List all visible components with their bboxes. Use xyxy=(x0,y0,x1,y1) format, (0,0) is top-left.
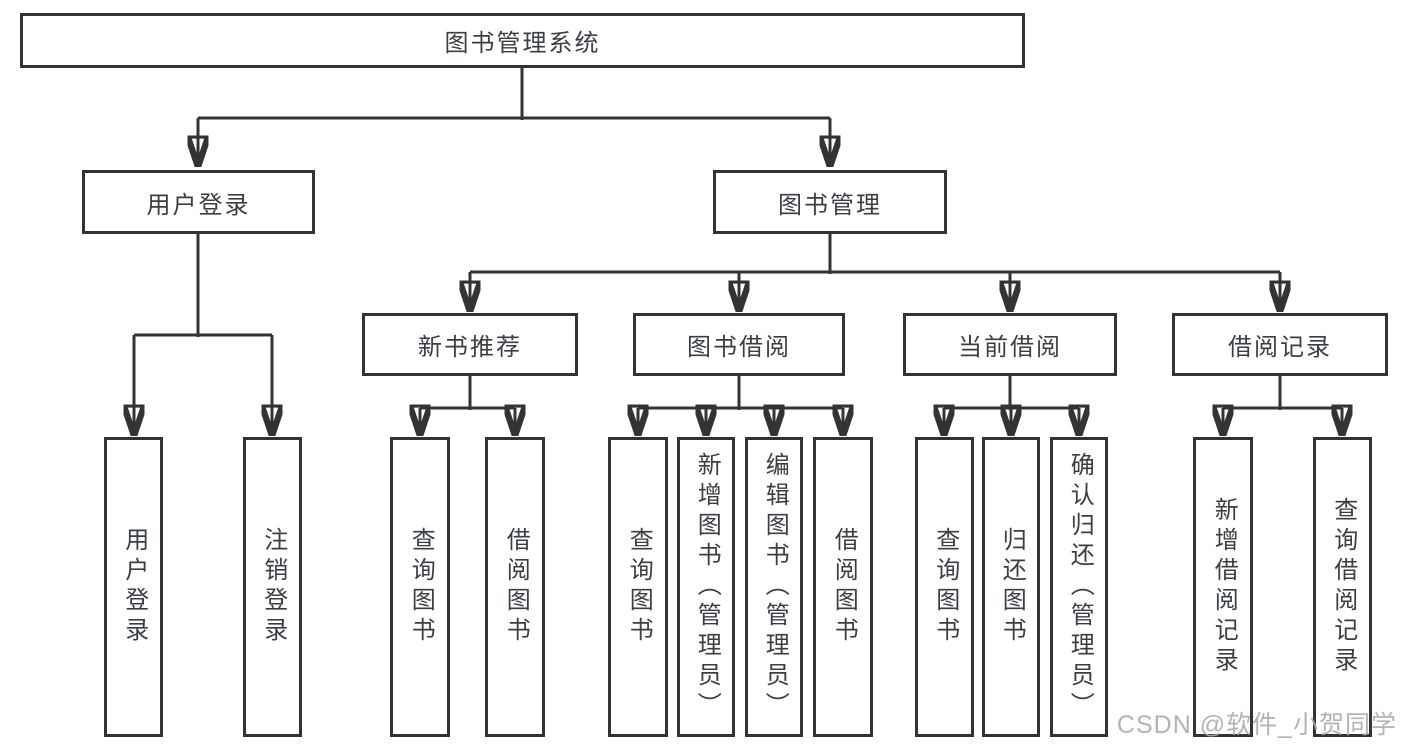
node-current-borrowing-label: 当前借阅 xyxy=(958,334,1062,361)
node-book-management-label: 图书管理 xyxy=(778,191,882,219)
leaf-records-add-borrow-record-label: 新增借阅记录 xyxy=(1210,497,1238,677)
leaf-logout-label: 注销登录 xyxy=(259,527,287,647)
leaf-current-confirm-return-admin-label: 确认归还（管理员） xyxy=(1066,452,1094,722)
leaf-newbook-query-books-label: 查询图书 xyxy=(407,527,435,647)
leaf-newbook-borrow-books-label: 借阅图书 xyxy=(502,527,530,647)
leaf-logout: 注销登录 xyxy=(243,437,302,737)
leaf-borrowing-edit-books-admin: 编辑图书（管理员） xyxy=(745,437,803,737)
leaf-current-query-books-label: 查询图书 xyxy=(931,527,959,647)
leaf-current-return-books: 归还图书 xyxy=(982,437,1040,737)
node-root: 图书管理系统 xyxy=(20,13,1025,68)
leaf-current-query-books: 查询图书 xyxy=(915,437,974,737)
node-new-book-recommendation: 新书推荐 xyxy=(362,313,578,376)
node-user-login-label: 用户登录 xyxy=(146,191,251,219)
leaf-borrowing-borrow-books-label: 借阅图书 xyxy=(830,527,858,647)
leaf-newbook-borrow-books: 借阅图书 xyxy=(485,437,545,737)
leaf-current-confirm-return-admin: 确认归还（管理员） xyxy=(1050,437,1108,737)
leaf-borrowing-borrow-books: 借阅图书 xyxy=(813,437,873,737)
leaf-records-query-borrow-record: 查询借阅记录 xyxy=(1313,437,1372,737)
node-root-label: 图书管理系统 xyxy=(444,30,601,57)
leaf-records-add-borrow-record: 新增借阅记录 xyxy=(1193,437,1253,737)
leaf-borrowing-query-books-label: 查询图书 xyxy=(625,527,653,647)
leaf-current-return-books-label: 归还图书 xyxy=(998,527,1026,647)
node-user-login: 用户登录 xyxy=(82,170,315,234)
node-borrow-records-label: 借阅记录 xyxy=(1228,334,1332,361)
node-book-management: 图书管理 xyxy=(713,170,947,234)
leaf-newbook-query-books: 查询图书 xyxy=(390,437,450,737)
node-book-borrowing-label: 图书借阅 xyxy=(687,334,791,361)
leaf-borrowing-query-books: 查询图书 xyxy=(608,437,668,737)
node-book-borrowing: 图书借阅 xyxy=(633,313,845,376)
leaf-user-login: 用户登录 xyxy=(104,437,163,737)
leaf-borrowing-add-books-admin-label: 新增图书（管理员） xyxy=(693,452,721,722)
leaf-records-query-borrow-record-label: 查询借阅记录 xyxy=(1329,497,1357,677)
node-current-borrowing: 当前借阅 xyxy=(903,313,1117,376)
leaf-user-login-label: 用户登录 xyxy=(120,527,148,647)
leaf-borrowing-edit-books-admin-label: 编辑图书（管理员） xyxy=(761,452,789,722)
node-new-book-recommendation-label: 新书推荐 xyxy=(418,334,522,361)
leaf-borrowing-add-books-admin: 新增图书（管理员） xyxy=(677,437,735,737)
node-borrow-records: 借阅记录 xyxy=(1172,313,1388,376)
